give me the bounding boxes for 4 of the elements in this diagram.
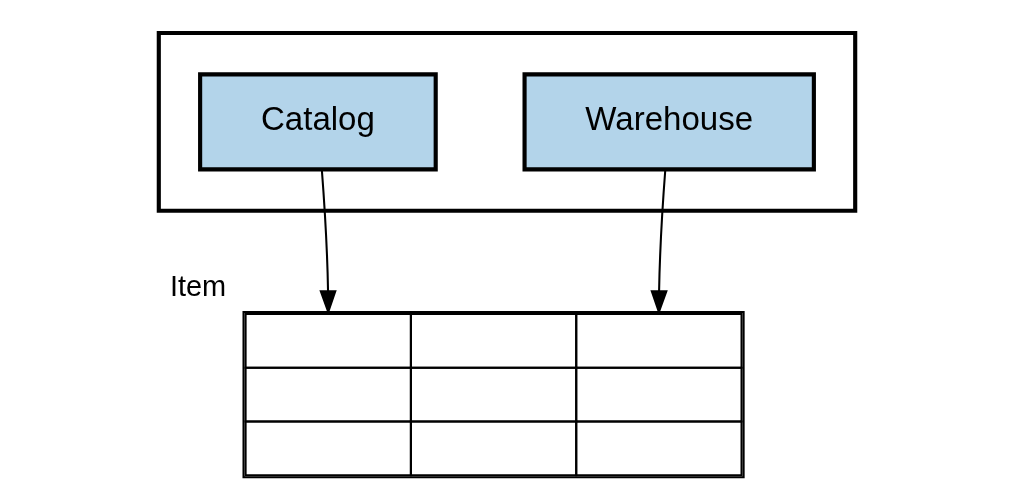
- cluster: [156, 30, 858, 213]
- node-box: Catalog: [198, 72, 438, 172]
- node-label: Item: [169, 269, 227, 302]
- node-box: Warehouse: [522, 72, 816, 172]
